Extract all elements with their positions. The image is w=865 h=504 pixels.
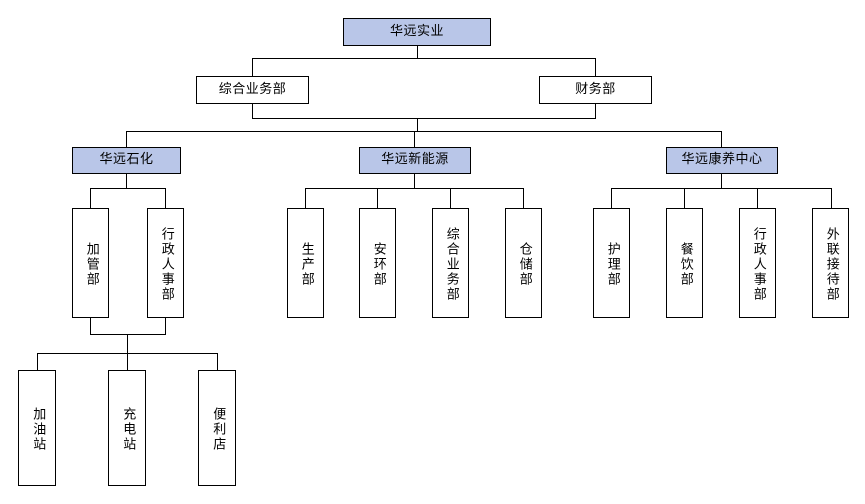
- org-node-nursing-dept[interactable]: 护理部: [593, 208, 630, 318]
- connector-health-drop-2: [684, 188, 685, 208]
- connector-newenergy-drop-2: [377, 188, 378, 208]
- connector-level5-up-right: [165, 318, 166, 334]
- connector-health-bar: [611, 188, 832, 189]
- connector-level3-bar: [126, 131, 721, 132]
- connector-level2-merge-bar: [252, 118, 596, 119]
- org-node-petro-admin-hr-dept[interactable]: 行政人事部: [147, 208, 184, 318]
- org-node-charging-station[interactable]: 充电站: [108, 370, 146, 486]
- org-node-root[interactable]: 华远实业: [343, 18, 491, 46]
- org-node-safety-environment-dept[interactable]: 安环部: [359, 208, 396, 318]
- org-node-comprehensive-business-dept[interactable]: 综合业务部: [196, 76, 309, 104]
- connector-level2-bar: [252, 58, 596, 59]
- connector-petro-stem: [126, 174, 127, 188]
- connector-newenergy-drop-1: [305, 188, 306, 208]
- connector-health-stem: [721, 174, 722, 188]
- org-node-health-admin-hr-dept[interactable]: 行政人事部: [739, 208, 776, 318]
- connector-level5-stem: [127, 334, 128, 353]
- connector-newenergy-bar: [305, 188, 524, 189]
- connector-newenergy-drop-3: [450, 188, 451, 208]
- org-node-convenience-store[interactable]: 便利店: [198, 370, 236, 486]
- connector-level5-drop-3: [217, 353, 218, 370]
- connector-level2-drop-right: [595, 58, 596, 76]
- connector-health-drop-4: [831, 188, 832, 208]
- connector-level5-drop-2: [127, 353, 128, 370]
- connector-health-drop-1: [611, 188, 612, 208]
- connector-level2-up-right: [595, 104, 596, 118]
- org-node-huayuan-health-center[interactable]: 华远康养中心: [666, 147, 778, 174]
- connector-level3-drop-health: [721, 131, 722, 147]
- connector-level3-drop-petro: [126, 131, 127, 147]
- org-node-newenergy-comprehensive-business-dept[interactable]: 综合业务部: [432, 208, 469, 318]
- connector-petro-drop-2: [165, 188, 166, 208]
- connector-level2-drop-left: [252, 58, 253, 76]
- connector-petro-drop-1: [90, 188, 91, 208]
- connector-level2-up-left: [252, 104, 253, 118]
- connector-newenergy-drop-4: [523, 188, 524, 208]
- org-node-huayuan-petrochemical[interactable]: 华远石化: [72, 147, 181, 174]
- org-node-external-reception-dept[interactable]: 外联接待部: [812, 208, 849, 318]
- org-node-gas-station[interactable]: 加油站: [18, 370, 56, 486]
- connector-level3-stem: [417, 118, 418, 131]
- connector-newenergy-stem: [414, 174, 415, 188]
- connector-level5-up-left: [90, 318, 91, 334]
- org-node-catering-dept[interactable]: 餐饮部: [666, 208, 703, 318]
- org-node-huayuan-new-energy[interactable]: 华远新能源: [359, 147, 471, 174]
- org-node-fuel-management-dept[interactable]: 加管部: [72, 208, 109, 318]
- connector-level3-drop-newenergy: [414, 131, 415, 147]
- connector-root-stem: [417, 46, 418, 58]
- connector-petro-bar: [90, 188, 166, 189]
- connector-health-drop-3: [757, 188, 758, 208]
- org-node-finance-dept[interactable]: 财务部: [539, 76, 652, 104]
- org-node-production-dept[interactable]: 生产部: [287, 208, 324, 318]
- connector-level5-merge-bar: [90, 334, 166, 335]
- org-node-warehouse-dept[interactable]: 仓储部: [505, 208, 542, 318]
- connector-level5-drop-1: [37, 353, 38, 370]
